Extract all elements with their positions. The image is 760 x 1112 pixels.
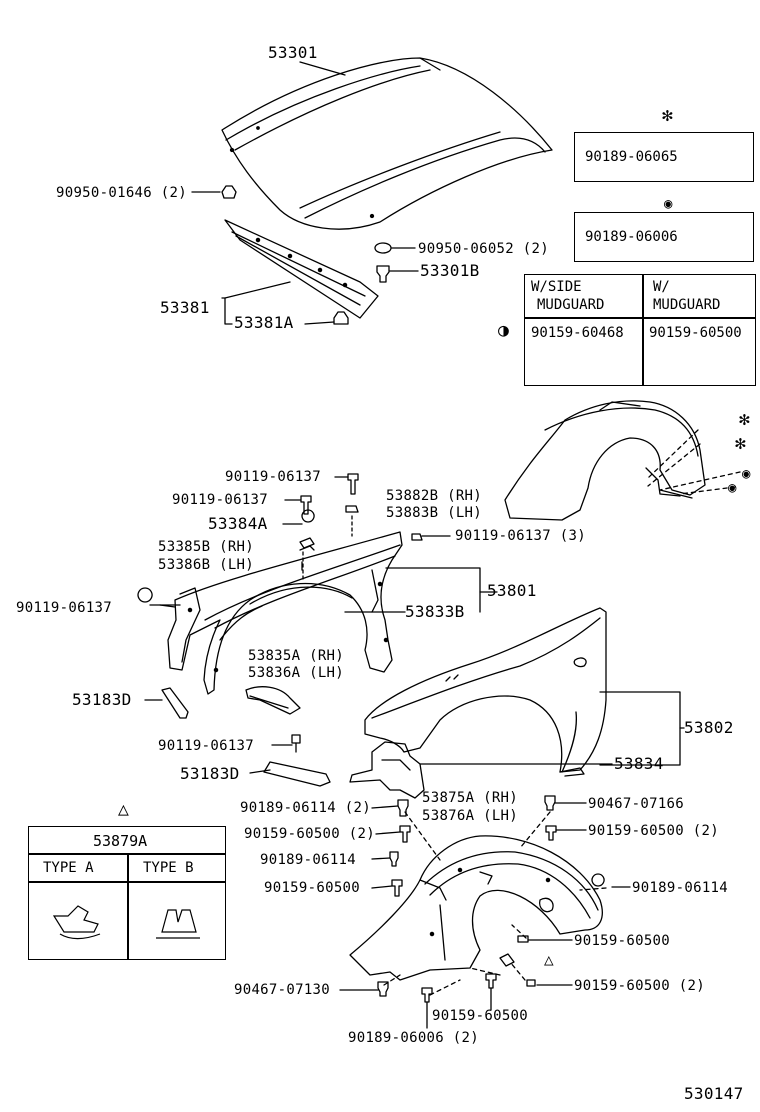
- screw-table-symbol: ◑: [498, 320, 510, 341]
- label-53183D-left: 53183D: [72, 690, 132, 709]
- ring-clip-legend-box: 90189-06006: [574, 212, 754, 262]
- star-marker-2: ✻: [735, 433, 747, 454]
- label-90159-60500-right: 90159-60500: [574, 933, 671, 949]
- screw-col1-header-2: MUDGUARD: [537, 297, 605, 313]
- label-90189-06114-right: 90189-06114: [632, 880, 729, 896]
- label-53876A: 53876A (LH): [422, 808, 519, 824]
- clip-table-title: 53879A: [93, 832, 148, 850]
- label-53301B: 53301B: [420, 261, 480, 280]
- label-53301: 53301: [268, 43, 318, 62]
- diagram-code: 530147: [684, 1084, 744, 1103]
- label-90950-01646: 90950-01646 (2): [56, 185, 187, 201]
- label-90159-60500-2-right: 90159-60500 (2): [588, 823, 719, 839]
- screw-col1-header-1: W/SIDE: [531, 279, 582, 295]
- label-90119-06137-second: 90119-06137: [172, 492, 269, 508]
- label-90159-60500-2-left: 90159-60500 (2): [244, 826, 375, 842]
- front-fender-drawing: [365, 608, 606, 776]
- label-90119-06137-lower: 90119-06137: [158, 738, 255, 754]
- screw-col2-header-1: W/: [653, 279, 670, 295]
- label-53883B: 53883B (LH): [386, 505, 483, 521]
- label-90119-06137-left: 90119-06137: [16, 600, 113, 616]
- label-53836A: 53836A (LH): [248, 665, 345, 681]
- label-53835A: 53835A (RH): [248, 648, 345, 664]
- hood-drawing: [222, 58, 552, 229]
- label-53183D-lower: 53183D: [180, 764, 240, 783]
- label-53882B: 53882B (RH): [386, 488, 483, 504]
- label-90467-07130: 90467-07130: [234, 982, 331, 998]
- star-clip-legend-box: 90189-06065: [574, 132, 754, 182]
- star-legend-symbol: ✻: [662, 105, 674, 126]
- label-53385B: 53385B (RH): [158, 539, 255, 555]
- label-53801: 53801: [487, 581, 537, 600]
- legend-clip-glyphs: [54, 150, 734, 939]
- front-liner-fasteners: [340, 796, 630, 1028]
- fender-brace-drawing: [350, 742, 424, 798]
- rear-liner-drawing: [505, 401, 705, 520]
- clip-type-a: TYPE A: [43, 860, 94, 876]
- label-53802: 53802: [684, 718, 734, 737]
- clip-table-symbol: △: [118, 799, 130, 820]
- screw-table: W/SIDE MUDGUARD W/ MUDGUARD 90159-60468 …: [524, 274, 756, 386]
- ring-marker-2: ◉: [728, 480, 737, 496]
- screw-col2-part: 90159-60500: [649, 325, 742, 341]
- label-90119-06137-3: 90119-06137 (3): [455, 528, 586, 544]
- label-53834: 53834: [614, 754, 664, 773]
- label-53384A: 53384A: [208, 514, 268, 533]
- label-90189-06114-2: 90189-06114 (2): [240, 800, 371, 816]
- front-liner-leaders: [384, 812, 606, 995]
- apron-fasteners-drawing: [138, 474, 450, 607]
- clip-type-b: TYPE B: [143, 860, 194, 876]
- triangle-marker: △: [544, 950, 554, 969]
- label-90189-06114-left: 90189-06114: [260, 852, 357, 868]
- label-90189-06006-2: 90189-06006 (2): [348, 1030, 479, 1046]
- star-clip-part: 90189-06065: [585, 149, 678, 165]
- label-90159-60500-bottom: 90159-60500: [432, 1008, 529, 1024]
- hood-bumper-drawing: [192, 186, 236, 198]
- label-90950-06052: 90950-06052 (2): [418, 241, 549, 257]
- seal-strip-lower-drawing: [250, 735, 330, 786]
- label-53386B: 53386B (LH): [158, 557, 255, 573]
- label-53875A: 53875A (RH): [422, 790, 519, 806]
- hood-cushion-drawing: [375, 243, 418, 282]
- liner-clip-leaders: [648, 430, 740, 494]
- ring-marker-1: ◉: [742, 466, 751, 482]
- front-liner-drawing: [350, 836, 602, 980]
- fender-bracket-drawing: [246, 687, 300, 714]
- screw-col1-part: 90159-60468: [531, 325, 624, 341]
- ring-legend-symbol: ◉: [664, 196, 673, 212]
- seal-clip-drawing: [305, 312, 348, 324]
- star-marker-1: ✻: [739, 409, 751, 430]
- hood-seal-drawing: [222, 220, 378, 324]
- clip-table: 53879A TYPE A TYPE B: [28, 826, 226, 960]
- label-53381: 53381: [160, 298, 210, 317]
- seal-strip-left-drawing: [145, 688, 188, 718]
- label-90159-60500-2-bottom: 90159-60500 (2): [574, 978, 705, 994]
- label-90119-06137-top: 90119-06137: [225, 469, 322, 485]
- fender-apron-drawing: [168, 532, 402, 694]
- ring-clip-part: 90189-06006: [585, 229, 678, 245]
- screw-col2-header-2: MUDGUARD: [653, 297, 721, 313]
- label-90467-07166: 90467-07166: [588, 796, 685, 812]
- label-53381A: 53381A: [234, 313, 294, 332]
- label-53833B: 53833B: [405, 602, 465, 621]
- label-90159-60500-left: 90159-60500: [264, 880, 361, 896]
